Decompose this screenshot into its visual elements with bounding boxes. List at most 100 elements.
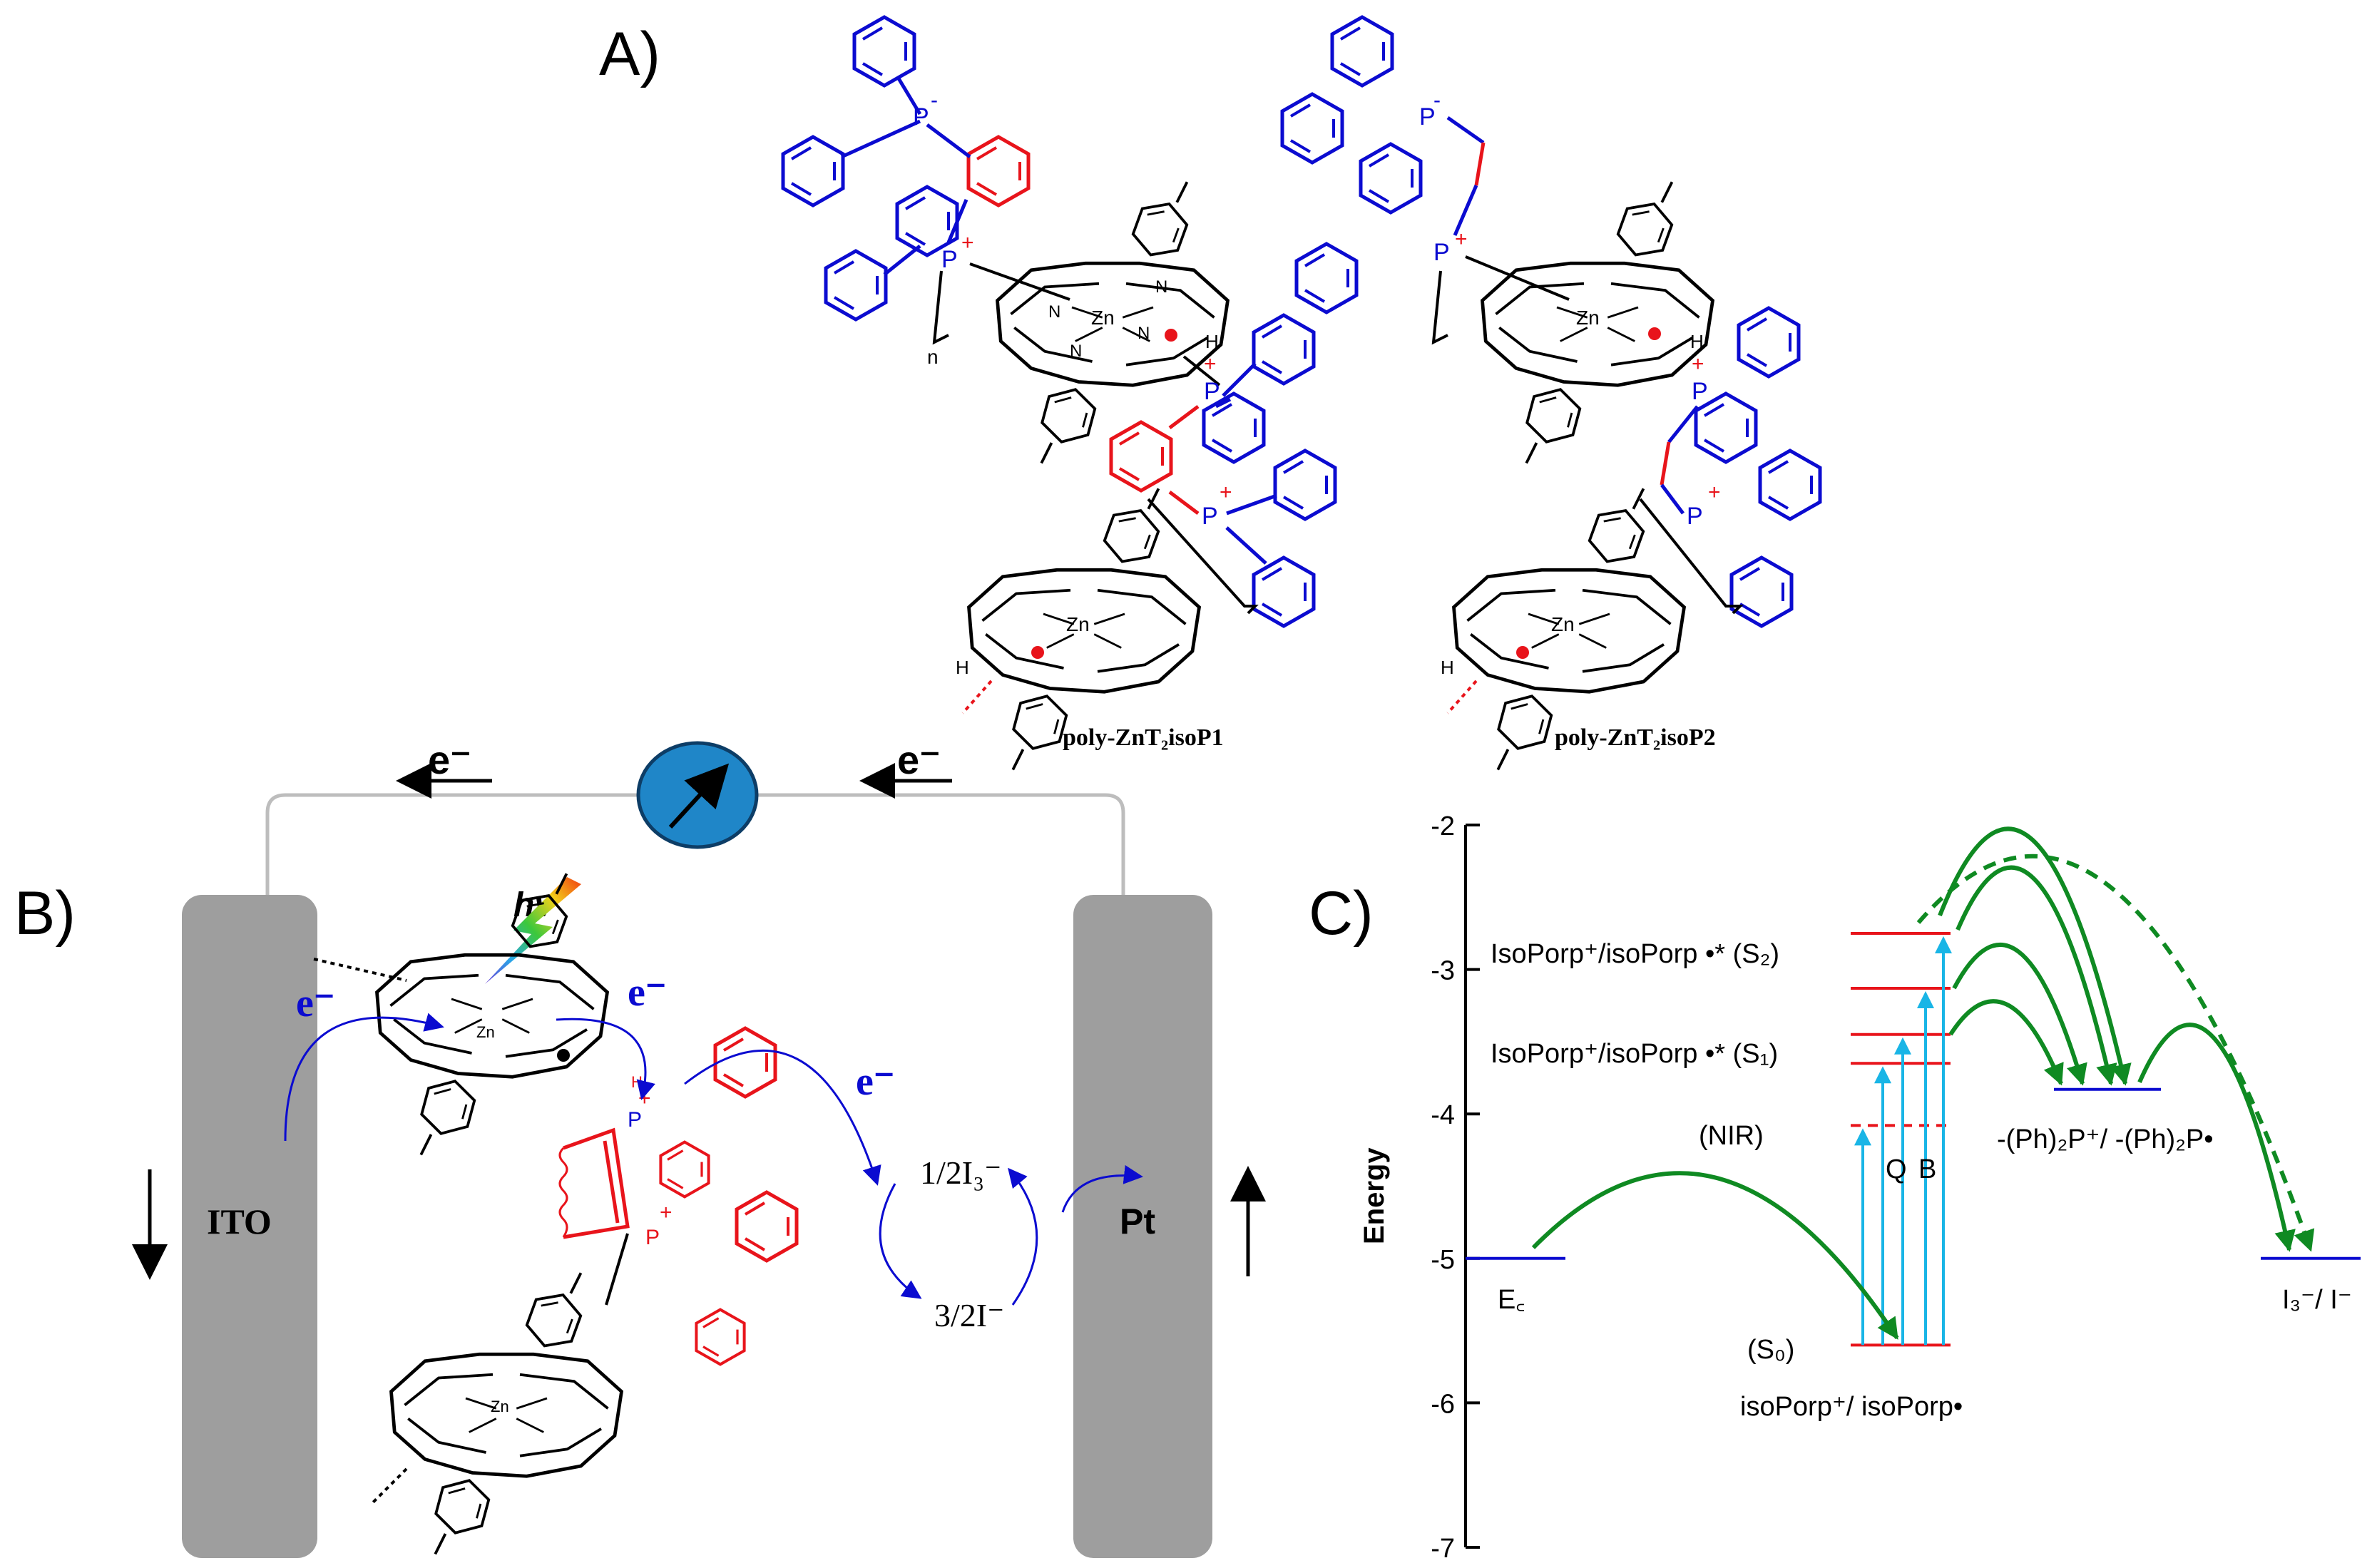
ammeter-needle [668,763,730,829]
compound-1-structure: P - P + n Zn N N N N H P + [783,17,1335,770]
zinc-atom: Zn [491,1398,509,1415]
hydrogen-atom: H [1205,331,1219,352]
energy-tick-label: -2 [1431,811,1455,841]
phenyl-ring [854,17,914,86]
oxidation-arrow [1008,1167,1038,1306]
nitrogen-atom: N [1048,302,1060,322]
panel-a: A) P - P + n Zn N N N [599,17,1820,770]
radical-dot [1516,646,1529,659]
panel-a-label: A) [599,20,660,88]
phenylene-linker [1111,422,1171,491]
plus-charge: + [961,231,974,255]
circuit-wire-right [756,793,1125,895]
injection-arrow [1531,1171,1899,1340]
phenyl-ring [1282,94,1342,163]
plus-charge: + [1708,481,1721,504]
zinc-atom: Zn [1576,307,1600,329]
phosphorus-atom: P [941,246,958,273]
phosphorus-atom: P [1692,378,1708,405]
q-band-label: Q [1886,1154,1907,1184]
plus-charge: + [1455,227,1468,251]
reduction-arrow [879,1183,922,1299]
alkene-linker [563,1127,630,1239]
electron-label-top-right: e⁻ [897,737,941,782]
phenyl-ring [1696,394,1756,462]
phenyl-ring [1275,451,1335,519]
zinc-atom: Zn [1066,613,1090,635]
compound-1-name: poly-ZnT₂isoP1 [1063,724,1224,751]
energy-tick-label: -6 [1431,1389,1455,1419]
electron-injection-arrow [284,1013,444,1142]
phenyl-ring [1204,394,1264,462]
hydrogen-atom: H [1690,331,1704,352]
triiodide-label: 1/2I₃⁻ [920,1154,1001,1191]
minus-charge: - [1433,88,1441,112]
circuit-wire-left [265,793,638,895]
phosphorus-atom: P [913,103,929,130]
transfer-arrow-s2-upper [1956,865,2117,1086]
radical-dot [557,1049,570,1062]
direct-regeneration-arrow [1916,854,2315,1252]
plus-charge: + [1204,352,1217,376]
phosphorus-atom: P [1419,103,1436,130]
energy-axis-label: Energy [1359,1147,1390,1244]
plus-charge: + [1692,352,1704,376]
phenyl-ring [1361,144,1421,212]
s0-label: (S₀) [1747,1335,1794,1365]
phenyl-ring [1739,308,1799,376]
phenyl-ring [1297,244,1356,312]
panel-b-label: B) [14,879,76,948]
s1-label: IsoPorp⁺/isoPorp •* (S₁) [1491,1039,1778,1069]
panel-b: B) e⁻ e⁻ ITO Pt hv Zn H P + P + [14,737,1266,1558]
nitrogen-atom: N [1155,277,1167,297]
electron-label-ito: e⁻ [296,981,334,1025]
phosphorus-atom: P [1202,503,1218,530]
phenyl-ring [1732,558,1791,626]
panel-c-energy-diagram: C) Energy -2-3-4-5-6-7 IsoPorp⁺/isoPorp … [1309,811,2361,1564]
nir-label: (NIR) [1699,1121,1764,1151]
intramolecular-transfer-arrow [556,1018,655,1100]
phenyl-ring [737,1192,797,1261]
panel-c-label: C) [1309,879,1374,948]
pt-regeneration-arrow [1061,1164,1143,1213]
phenyl-ring [1760,451,1820,519]
phosphine-transfer-arrow [684,1049,881,1186]
energy-ticks: -2-3-4-5-6-7 [1431,811,1480,1564]
radical-dot [1648,327,1661,340]
nitrogen-atom: N [1138,324,1150,343]
redox-level-label: I₃⁻/ I⁻ [2282,1285,2352,1315]
energy-tick-label: -5 [1431,1245,1455,1275]
phenyl-ring [783,137,843,205]
nitrogen-atom: N [1070,342,1082,361]
ground-state-label: isoPorp⁺/ isoPorp• [1740,1392,1963,1422]
compound-2-structure: P - P + Zn H P + P + Zn [1282,17,1820,770]
phenyl-ring [696,1310,744,1365]
b-band-label: B [1918,1154,1936,1184]
phenyl-ring [1332,17,1392,86]
phosphorus-atom: P [628,1108,642,1132]
transfer-arrow-s2-top [1938,826,2132,1086]
zinc-atom: Zn [1551,613,1575,635]
phenyl-ring [897,187,957,255]
phosphorus-atom: P [645,1226,660,1249]
phenyl-ring [715,1028,775,1097]
plus-charge: + [1220,481,1232,504]
radical-dot [1031,646,1044,659]
phenylene-linker [968,137,1028,205]
hydrogen-atom: H [956,657,969,678]
electron-label-phosphine: e⁻ [856,1060,894,1104]
s2-label: IsoPorp⁺/isoPorp •* (S₂) [1491,939,1779,969]
repeat-unit-n: n [927,346,939,368]
electron-label-top-left: e⁻ [428,737,471,782]
phenyl-ring [660,1142,708,1197]
ito-electrode [182,895,317,1558]
phosphorus-atom: P [1204,378,1220,405]
energy-levels [1466,826,2361,1347]
zinc-atom: Zn [1091,307,1115,329]
phenyl-ring [826,251,886,319]
iodide-label: 3/2I⁻ [934,1297,1004,1333]
phosphorus-atom: P [1687,503,1703,530]
plus-charge: + [660,1201,673,1224]
compound-2-name: poly-ZnT₂isoP2 [1555,724,1716,751]
